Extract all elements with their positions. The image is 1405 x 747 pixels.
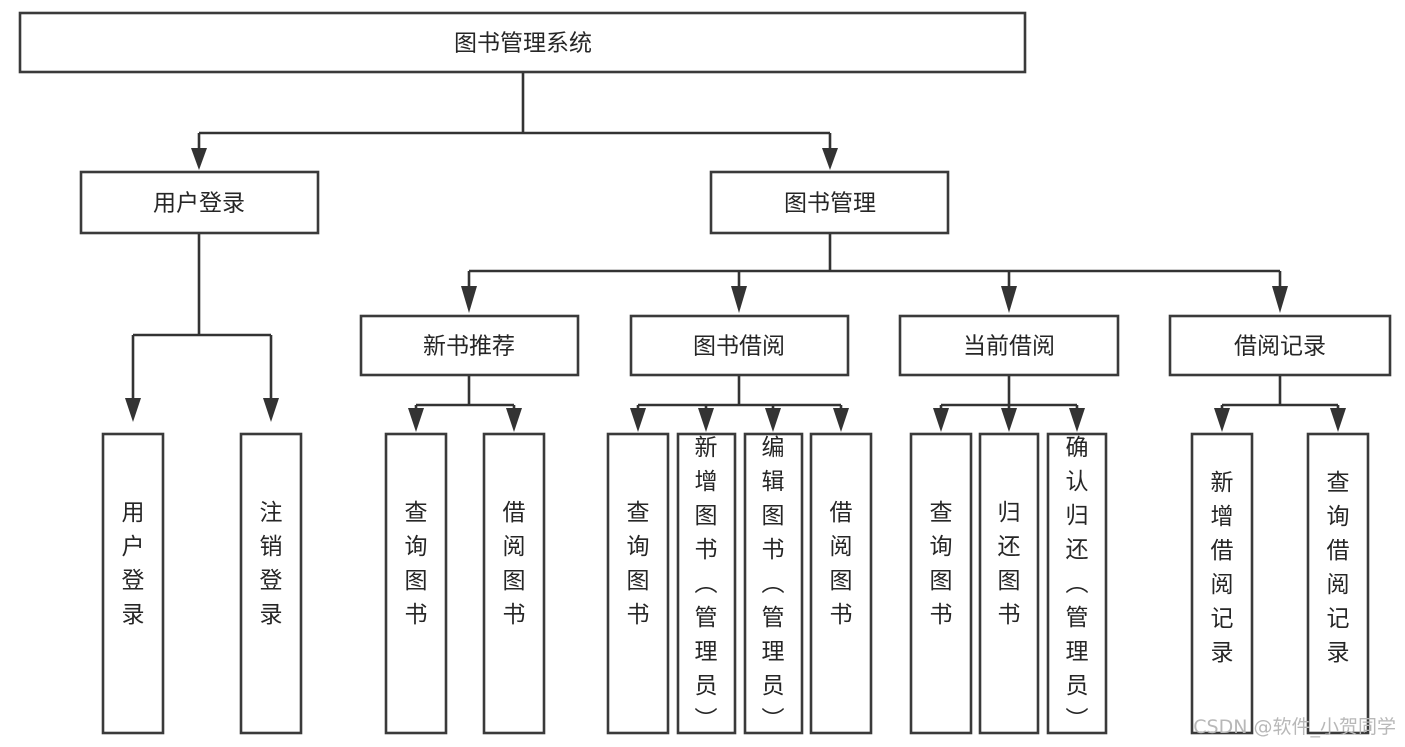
leaf-book-borrow-1-label: 查询图书 <box>627 500 650 628</box>
node-borrow-record-label: 借阅记录 <box>1234 334 1326 360</box>
leaf-borrow-record-1[interactable]: 新增借阅记录 <box>1190 432 1254 735</box>
leaf-book-borrow-4-label: 借阅图书 <box>830 500 853 628</box>
leaf-user-login-1-label: 用户登录 <box>122 500 145 628</box>
node-user-login-label: 用户登录 <box>153 191 245 217</box>
arrow-head-icon <box>408 408 424 432</box>
node-book-borrow-label: 图书借阅 <box>693 334 785 360</box>
leaf-user-login-1[interactable]: 用户登录 <box>101 432 165 735</box>
node-current-borrow[interactable]: 当前借阅 <box>898 314 1120 377</box>
node-root-box[interactable] <box>18 11 1027 74</box>
arrow-head-icon <box>698 408 714 432</box>
arrow-head-icon <box>822 148 838 170</box>
leaf-book-borrow-3-box[interactable] <box>743 432 804 735</box>
leaf-current-borrow-1-label: 查询图书 <box>930 500 953 628</box>
leaf-borrow-record-2-box[interactable] <box>1306 432 1370 735</box>
leaf-current-borrow-2[interactable]: 归还图书 <box>978 432 1040 735</box>
leaf-new-book-2[interactable]: 借阅图书 <box>482 432 546 735</box>
leaf-current-borrow-3-label: 确认归还︵管理员︶ <box>1066 435 1089 733</box>
leaf-new-book-1[interactable]: 查询图书 <box>384 432 448 735</box>
leaf-user-login-1-box[interactable] <box>101 432 165 735</box>
leaf-book-borrow-3-label: 编辑图书︵管理员︶ <box>762 435 785 733</box>
arrow-head-icon <box>933 408 949 432</box>
node-current-borrow-label: 当前借阅 <box>963 334 1055 360</box>
leaf-book-borrow-2[interactable]: 新增图书︵管理员︶ <box>676 432 737 735</box>
leaf-new-book-1-label: 查询图书 <box>405 500 428 628</box>
leaf-book-borrow-4[interactable]: 借阅图书 <box>809 432 873 735</box>
arrow-head-icon <box>1001 408 1017 432</box>
arrow-head-icon <box>1272 286 1288 313</box>
arrow-head-icon <box>833 408 849 432</box>
arrow-head-icon <box>765 408 781 432</box>
connector-layer <box>125 72 1346 432</box>
leaf-current-borrow-2-box[interactable] <box>978 432 1040 735</box>
leaf-borrow-record-2-label: 查询借阅记录 <box>1327 470 1350 666</box>
leaf-current-borrow-1[interactable]: 查询图书 <box>909 432 973 735</box>
csdn-watermark: CSDN @软件_小贺同学 <box>1193 716 1396 738</box>
leaf-user-login-2-box[interactable] <box>239 432 303 735</box>
arrow-head-icon <box>506 408 522 432</box>
leaf-current-borrow-1-box[interactable] <box>909 432 973 735</box>
arrow-head-icon <box>1001 286 1017 313</box>
leaf-book-borrow-3[interactable]: 编辑图书︵管理员︶ <box>743 432 804 735</box>
leaf-book-borrow-1[interactable]: 查询图书 <box>606 432 670 735</box>
node-borrow-record-box[interactable] <box>1168 314 1392 377</box>
arrow-head-icon <box>731 286 747 313</box>
leaf-borrow-record-1-box[interactable] <box>1190 432 1254 735</box>
leaf-current-borrow-2-label: 归还图书 <box>998 500 1021 628</box>
leaf-borrow-record-2[interactable]: 查询借阅记录 <box>1306 432 1370 735</box>
leaf-new-book-2-label: 借阅图书 <box>503 500 526 628</box>
leaf-user-login-2[interactable]: 注销登录 <box>239 432 303 735</box>
node-book-management[interactable]: 图书管理 <box>709 170 950 235</box>
leaf-current-borrow-3-box[interactable] <box>1046 432 1108 735</box>
node-borrow-record[interactable]: 借阅记录 <box>1168 314 1392 377</box>
arrow-head-icon <box>263 398 279 422</box>
node-book-management-box[interactable] <box>709 170 950 235</box>
node-user-login-box[interactable] <box>79 170 320 235</box>
node-root[interactable]: 图书管理系统 <box>18 11 1027 74</box>
arrow-head-icon <box>630 408 646 432</box>
node-new-book-recommend[interactable]: 新书推荐 <box>359 314 580 377</box>
node-root-label: 图书管理系统 <box>454 31 592 57</box>
node-new-book-recommend-box[interactable] <box>359 314 580 377</box>
leaf-new-book-1-box[interactable] <box>384 432 448 735</box>
leaf-user-login-2-label: 注销登录 <box>260 500 283 628</box>
node-book-management-label: 图书管理 <box>784 191 876 217</box>
arrow-head-icon <box>1330 408 1346 432</box>
leaf-borrow-record-1-label: 新增借阅记录 <box>1211 470 1234 666</box>
arrow-head-icon <box>1069 408 1085 432</box>
leaf-book-borrow-1-box[interactable] <box>606 432 670 735</box>
node-book-borrow-box[interactable] <box>629 314 850 377</box>
node-book-borrow[interactable]: 图书借阅 <box>629 314 850 377</box>
leaf-book-borrow-2-label: 新增图书︵管理员︶ <box>695 435 718 733</box>
arrow-head-icon <box>1214 408 1230 432</box>
leaf-book-borrow-4-box[interactable] <box>809 432 873 735</box>
arrow-head-icon <box>191 148 207 170</box>
node-user-login[interactable]: 用户登录 <box>79 170 320 235</box>
node-current-borrow-box[interactable] <box>898 314 1120 377</box>
leaf-new-book-2-box[interactable] <box>482 432 546 735</box>
arrow-head-icon <box>125 398 141 422</box>
leaf-current-borrow-3[interactable]: 确认归还︵管理员︶ <box>1046 432 1108 735</box>
leaf-book-borrow-2-box[interactable] <box>676 432 737 735</box>
arrow-head-icon <box>461 286 477 313</box>
node-new-book-recommend-label: 新书推荐 <box>423 334 515 360</box>
